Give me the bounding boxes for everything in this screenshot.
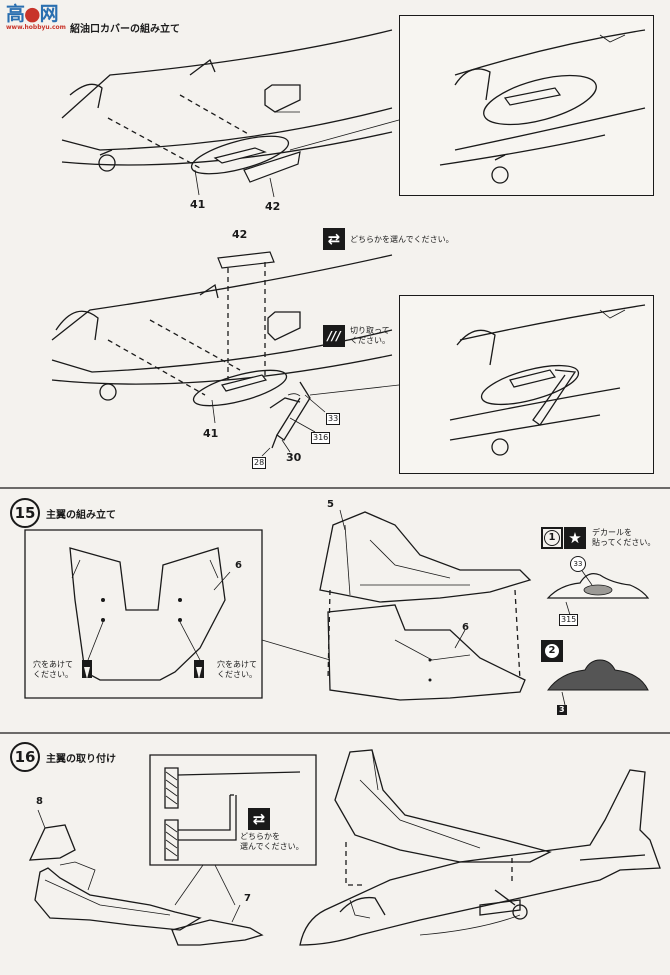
part-6-left: 6 — [235, 560, 242, 571]
step15-title: 主翼の組み立て — [46, 510, 116, 521]
star-icon: ★ — [564, 527, 586, 549]
part-315-ref: 315 — [559, 614, 579, 626]
wing-tip-detail — [164, 767, 301, 861]
hole-note-right: 穴をあけて ください。 — [217, 660, 257, 679]
fuselage-top-drawing — [61, 29, 393, 198]
option-2-number: 2 — [545, 644, 559, 658]
part-8: 8 — [36, 796, 43, 807]
cut-note: 切り取って ください。 — [350, 326, 390, 345]
part-316-ref: 316 — [311, 432, 331, 444]
watermark-logo: 高●网 www.hobbyu.com — [6, 4, 76, 38]
part-41-top: 41 — [190, 198, 206, 211]
outer-wing-parts-drawing — [28, 809, 264, 946]
option-2-badge: 2 — [541, 640, 563, 662]
dome-option-1 — [546, 564, 650, 616]
step16-title: 主翼の取り付け — [46, 754, 116, 765]
option-1-badge: 1 — [541, 527, 563, 549]
choose-note-16: どちらかを 選んでください。 — [240, 832, 304, 851]
decal-note: デカールを 貼ってください。 — [592, 528, 656, 547]
part-28-ref: 28 — [252, 457, 267, 469]
hole-note-left: 穴をあけて ください。 — [33, 660, 73, 679]
part-33-decal-label: 33 — [573, 560, 583, 568]
part-5: 5 — [327, 499, 334, 510]
option-1-number: 1 — [544, 530, 560, 546]
part-41-bottom: 41 — [203, 427, 219, 440]
dome-option-2 — [547, 659, 649, 706]
part-30: 30 — [286, 451, 302, 464]
wing-plan-drawing — [69, 547, 231, 681]
step14b-title: 紹油口カバーの組み立て — [70, 24, 180, 35]
aircraft-side-drawing — [299, 749, 661, 946]
wing-assembly-drawing — [319, 509, 532, 701]
choose-icon-16: ⇄ — [248, 808, 270, 830]
watermark-site: www.hobbyu.com — [6, 24, 66, 31]
part-42-mid: 42 — [232, 228, 248, 241]
inset1-drawing — [439, 29, 646, 184]
fuselage-bottom-drawing — [51, 251, 393, 457]
detail-inset-fuel-cap-closed — [399, 15, 654, 196]
step-15-number: 15 — [10, 498, 40, 528]
watermark-logo-mark: 高●网 — [6, 3, 59, 25]
drill-icon-left — [82, 660, 92, 679]
part-33-ref: 33 — [326, 413, 341, 425]
choose-icon: ⇄ — [323, 228, 345, 250]
inset2-drawing — [449, 304, 646, 456]
choose-note: どちらかを選んでください。 — [350, 235, 454, 244]
drill-icon-right — [194, 660, 204, 679]
part-3-ref: 3 — [557, 705, 567, 715]
part-33-decal: 33 — [570, 556, 586, 572]
part-7: 7 — [244, 893, 251, 904]
part-42-top: 42 — [265, 200, 281, 213]
part-6-right: 6 — [462, 622, 469, 633]
cut-icon: /// — [323, 325, 345, 347]
step-16-number: 16 — [10, 742, 40, 772]
